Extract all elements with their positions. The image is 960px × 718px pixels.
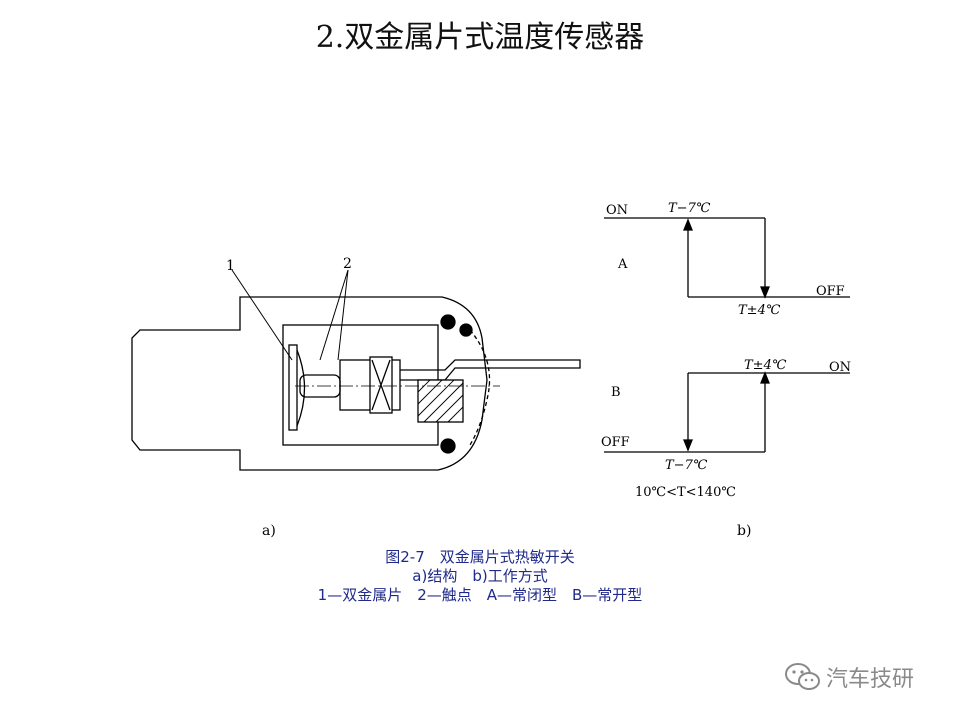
diagram-a-label: a) [262,523,276,539]
title-text: 双金属片式温度传感器 [344,20,645,55]
curve-b-name: B [611,385,621,400]
curve-b-fall-point: T−7℃ [665,458,708,473]
curve-b-on: ON [829,360,851,375]
caption-line-3: 1—双金属片 2—触点 A—常闭型 B—常开型 [317,586,643,604]
callout-2: 2 [343,256,352,272]
diagram-b-label: b) [737,523,751,539]
curve-a-name: A [617,257,628,272]
curve-a-off: OFF [816,284,845,299]
characteristic-a [604,217,850,299]
watermark-text: 汽车技研 [826,667,915,692]
curve-b-rise-point: T±4℃ [744,358,787,373]
caption-line-1: 图2-7 双金属片式热敏开关 [385,548,575,566]
curve-b-off: OFF [601,435,630,450]
caption-line-2: a)结构 b)工作方式 [412,567,548,585]
curve-a-on: ON [606,203,628,218]
characteristic-b [604,371,850,453]
wechat-icon [785,663,820,690]
watermark: 汽车技研 [784,660,914,694]
sensor-structure-drawing [131,269,581,471]
slide-title: 2.双金属片式温度传感器 [0,12,960,56]
callout-1: 1 [226,258,235,274]
title-number: 2. [315,20,345,55]
temperature-range: 10℃<T<140℃ [635,485,736,500]
curve-a-rise-point: T−7℃ [668,201,711,216]
curve-a-fall-point: T±4℃ [738,303,781,318]
